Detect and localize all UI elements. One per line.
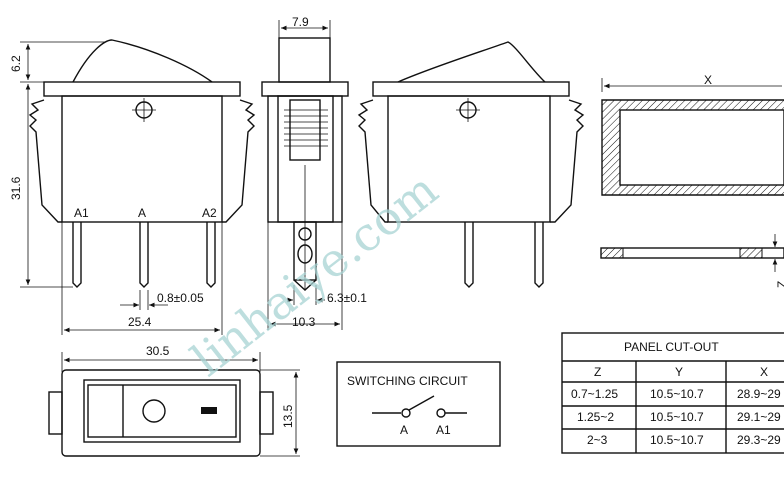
panel-cutout-drawing: X Z <box>600 73 784 288</box>
table-header: Z <box>594 365 601 379</box>
rocker-face-outer <box>83 379 241 443</box>
panel-cutout-table: PANEL CUT-OUT Z Y X 0.7~1.25 10.5~10.7 2… <box>561 332 784 454</box>
cutout-opening <box>619 109 784 186</box>
on-symbol <box>201 407 217 414</box>
end-view: 7.9 6.3±0.1 10.3 <box>261 15 367 330</box>
dim-depth: 10.3 <box>292 315 316 329</box>
off-symbol <box>142 399 166 423</box>
table-cell: 1.25~2 <box>577 410 614 424</box>
housing <box>61 95 223 223</box>
pin-label-a1: A1 <box>74 206 89 220</box>
latch-right <box>222 99 256 223</box>
table-cell: 29.3~29 <box>737 433 781 447</box>
circuit-pin-a1: A1 <box>436 423 451 437</box>
dim-cap-height: 6.2 <box>9 55 23 72</box>
switching-circuit: SWITCHING CIRCUIT A A1 <box>336 361 501 447</box>
pin-hole-2 <box>297 244 313 264</box>
table-cell: 10.5~10.7 <box>650 410 704 424</box>
pin-hole-1 <box>298 227 312 241</box>
table-cell: 10.5~10.7 <box>650 433 704 447</box>
rocker-cap <box>72 39 213 83</box>
switch-blade <box>408 395 435 411</box>
front-bezel <box>61 369 261 457</box>
pin-label-a2: A2 <box>202 206 217 220</box>
pin-label-a: A <box>138 206 146 220</box>
table-cell: 10.5~10.7 <box>650 387 704 401</box>
dim-panel-x: X <box>704 73 712 87</box>
dim-width: 30.5 <box>146 344 170 358</box>
latch-tab-right <box>259 391 274 435</box>
table-cell: 0.7~1.25 <box>571 387 618 401</box>
pin-a1 <box>72 222 82 288</box>
dim-panel-z: Z <box>775 281 784 288</box>
latch-left <box>28 99 62 223</box>
pin-a <box>139 222 149 288</box>
front-view: 30.5 13.5 <box>48 344 300 457</box>
dim-body-height: 31.6 <box>9 176 23 200</box>
table-header: X <box>760 365 768 379</box>
actuator <box>278 37 331 83</box>
side-view-left: A1 A A2 6.2 31.6 0.8±0.05 25.4 <box>9 39 256 335</box>
dim-top-width: 7.9 <box>292 15 309 29</box>
bezel <box>43 81 241 97</box>
dim-front-height: 13.5 <box>281 404 295 428</box>
circuit-title: SWITCHING CIRCUIT <box>347 374 468 388</box>
rocker-cap-right <box>397 41 546 83</box>
table-cell: 29.1~29 <box>737 410 781 424</box>
latch-tab-left <box>48 391 63 435</box>
circuit-pin-a: A <box>400 423 408 437</box>
side-view-right <box>357 41 585 288</box>
table-title: PANEL CUT-OUT <box>624 340 719 354</box>
circuit-box <box>336 361 501 447</box>
table-cell: 28.9~29 <box>737 387 781 401</box>
table-header: Y <box>675 365 683 379</box>
end-pin <box>293 221 317 281</box>
pin-a2 <box>206 222 216 288</box>
dim-pin-pitch: 25.4 <box>128 315 152 329</box>
end-bezel <box>261 81 349 97</box>
dim-pin-spacing: 0.8±0.05 <box>157 291 204 305</box>
table-cell: 2~3 <box>587 433 608 447</box>
dim-pin-width: 6.3±0.1 <box>327 291 367 305</box>
